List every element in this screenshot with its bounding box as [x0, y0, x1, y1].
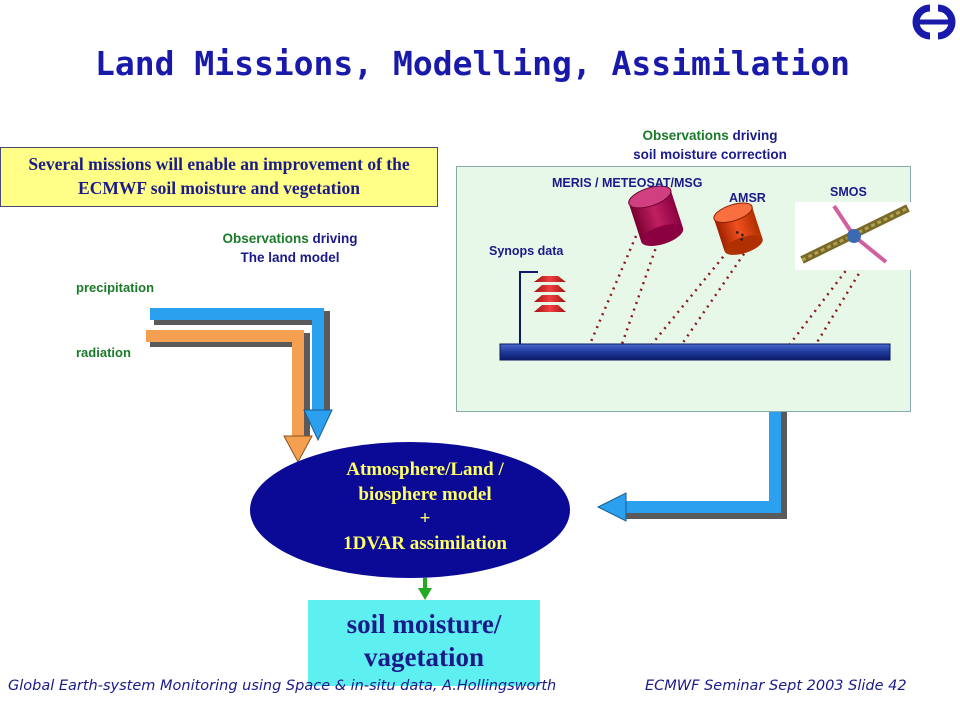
observation-beams	[588, 235, 868, 345]
output-line-1: soil moisture/	[346, 609, 502, 639]
land-heading-driving: driving	[312, 231, 358, 246]
land-heading-prefix: Observations	[222, 231, 313, 246]
footer-left: Global Earth-system Monitoring using Spa…	[8, 678, 557, 694]
output-line-2: vagetation	[364, 642, 484, 672]
precipitation-label: precipitation	[76, 280, 155, 295]
synops-station-icon	[519, 271, 566, 344]
model-text: Atmosphere/Land / biosphere model + 1DVA…	[290, 458, 560, 556]
amsr-label: AMSR	[729, 191, 766, 205]
soil-heading-line2: soil moisture correction	[633, 147, 787, 162]
observation-to-model-arrow	[596, 387, 787, 522]
smos-label: SMOS	[830, 185, 867, 199]
intro-text: Several missions will enable an improvem…	[28, 154, 410, 198]
precipitation-arrow	[150, 308, 333, 442]
meris-label: MERIS / METEOSAT/MSG	[552, 176, 703, 190]
ecmwf-logo	[912, 4, 956, 40]
model-line-3: +	[419, 508, 431, 529]
footer-right: ECMWF Seminar Sept 2003 Slide 42	[645, 678, 907, 694]
output-box	[308, 600, 540, 686]
synops-label: Synops data	[489, 244, 564, 258]
soil-heading-prefix: Observations	[642, 128, 733, 143]
output-arrow	[418, 578, 432, 600]
amsr-satellite-icon	[713, 202, 763, 255]
model-line-1: Atmosphere/Land /	[346, 459, 504, 480]
meris-satellite-icon	[628, 185, 684, 246]
radiation-label: radiation	[76, 345, 131, 360]
intro-box	[0, 147, 438, 207]
land-model-heading: Observations driving The land model	[170, 229, 410, 267]
output-text: soil moisture/ vagetation	[308, 608, 540, 674]
smos-satellite-icon	[795, 202, 911, 270]
model-line-2: biosphere model	[358, 483, 492, 505]
ground-bar	[499, 343, 891, 361]
page-title: Land Missions, Modelling, Assimilation	[95, 44, 850, 83]
observation-panel-graphics	[499, 185, 911, 361]
radiation-arrow	[146, 330, 313, 464]
model-line-4: 1DVAR assimilation	[343, 532, 507, 554]
soil-correction-heading: Observations driving soil moisture corre…	[560, 126, 860, 164]
model-ellipse	[250, 442, 570, 578]
land-heading-line2: The land model	[240, 250, 340, 265]
soil-heading-driving: driving	[732, 128, 778, 143]
